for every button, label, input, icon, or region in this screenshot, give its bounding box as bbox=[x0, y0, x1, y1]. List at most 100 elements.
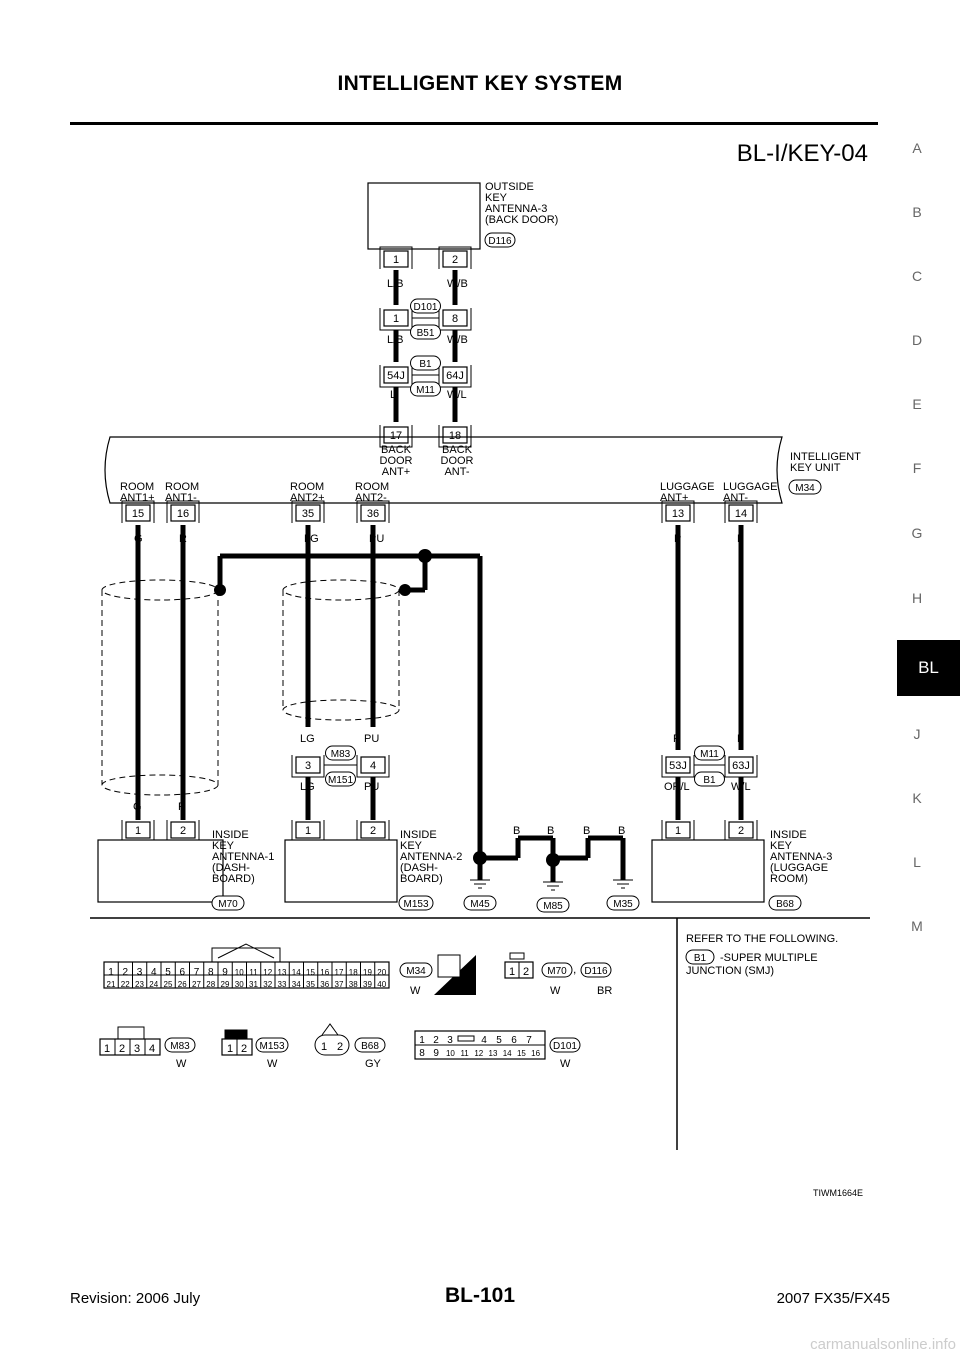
ground-m85-tag-text: M85 bbox=[543, 901, 563, 912]
inline-m83-m151-pin-left-label: 3 bbox=[305, 760, 311, 772]
antenna-3-label: ANTENNA-3 bbox=[770, 851, 832, 863]
inline-m83-m151-pin-right-label: 4 bbox=[370, 760, 376, 772]
m83-pin: 1 bbox=[104, 1043, 110, 1055]
section-index-g[interactable]: G bbox=[911, 525, 923, 541]
antenna-1-pin-1 bbox=[125, 821, 151, 839]
antenna-2-label: INSIDE bbox=[400, 829, 437, 841]
watermark-text: carmanualsonline.info bbox=[810, 1336, 956, 1353]
pin-bracket bbox=[291, 500, 325, 523]
key-unit-connector-text: M34 bbox=[795, 483, 815, 494]
antenna-3-connector bbox=[768, 895, 802, 911]
key-unit-pin-17 bbox=[383, 426, 409, 444]
section-index-f[interactable]: F bbox=[912, 460, 922, 476]
wire-color: PU bbox=[364, 733, 379, 745]
section-index-j[interactable]: J bbox=[913, 726, 921, 742]
inline-m83-m151-pin-right bbox=[360, 756, 386, 774]
m70-face-lock bbox=[509, 952, 525, 960]
section-index-k[interactable]: K bbox=[912, 790, 922, 806]
wire-color: L bbox=[390, 389, 396, 401]
refer-text: JUNCTION (SMJ) bbox=[686, 965, 774, 977]
m34-pin: 30 bbox=[235, 980, 244, 989]
antenna-1-label: ANTENNA-1 bbox=[212, 851, 274, 863]
m34-pin: 23 bbox=[135, 980, 144, 989]
pin-label-35: ROOM bbox=[290, 481, 324, 493]
ground-m45-tag-text: M45 bbox=[470, 899, 490, 910]
pin-bracket bbox=[438, 246, 472, 269]
m34-pin: 2 bbox=[122, 967, 128, 978]
section-index-b[interactable]: B bbox=[912, 204, 922, 220]
wire-color: L/B bbox=[387, 278, 404, 290]
key-unit-pin-18-label: 18 bbox=[449, 430, 461, 442]
m34-face-lock bbox=[217, 943, 275, 959]
pin-label-13: LUGGAGE bbox=[660, 481, 714, 493]
ground-m35-tag-text: M35 bbox=[613, 899, 633, 910]
m34-pin: 6 bbox=[179, 967, 185, 978]
outside-antenna-label: OUTSIDE bbox=[485, 181, 534, 193]
antenna-2-connector-text: M153 bbox=[403, 899, 428, 910]
b68-face bbox=[314, 1034, 350, 1056]
outside-antenna-pin-2-label: 2 bbox=[452, 254, 458, 266]
model-text: 2007 FX35/FX45 bbox=[776, 1290, 890, 1307]
inline-d101-b51-pin-left bbox=[383, 309, 409, 327]
outside-antenna-box bbox=[367, 182, 481, 250]
m34-pin: 5 bbox=[165, 967, 171, 978]
inline-d101-b51-bottom-tag-text: B51 bbox=[417, 328, 435, 339]
inline-b1-m11-bottom-tag-text: M11 bbox=[416, 385, 435, 396]
m34-pin: 34 bbox=[292, 980, 301, 989]
inline-d101-b51-pin-right-label: 8 bbox=[452, 313, 458, 325]
b68-tag bbox=[354, 1037, 386, 1053]
section-index-c[interactable]: C bbox=[911, 268, 923, 284]
section-index-h[interactable]: H bbox=[911, 590, 923, 606]
m34-pin: 27 bbox=[192, 980, 201, 989]
pin-bracket bbox=[438, 425, 472, 448]
pin-label-36: ANT2- bbox=[355, 492, 387, 504]
outside-antenna-pin-1 bbox=[383, 250, 409, 268]
d101-pin: 10 bbox=[446, 1049, 455, 1058]
m153-face-lock bbox=[224, 1029, 248, 1039]
inline-d101-b51-top-tag-text: D101 bbox=[414, 302, 438, 313]
m34-pin: 14 bbox=[292, 968, 301, 977]
section-index-m[interactable]: M bbox=[911, 918, 923, 934]
key-unit-label: KEY UNIT bbox=[790, 462, 841, 474]
m34-pin: 9 bbox=[222, 967, 228, 978]
m83-tag bbox=[164, 1037, 196, 1053]
antenna-3-connector-text: B68 bbox=[776, 899, 794, 910]
antenna-1-connector-text: M70 bbox=[218, 899, 238, 910]
section-index-bl[interactable]: BL bbox=[897, 640, 960, 696]
m34-pin: 39 bbox=[363, 980, 372, 989]
section-index-a[interactable]: A bbox=[912, 140, 922, 156]
section-index-e[interactable]: E bbox=[912, 396, 922, 412]
pin-label-17: DOOR bbox=[380, 455, 413, 467]
d101-pin: 12 bbox=[474, 1049, 483, 1058]
inline-b1-m11-bottom-tag bbox=[410, 381, 441, 397]
separator: , bbox=[573, 962, 576, 976]
m153-tag bbox=[255, 1037, 289, 1053]
b68-pin: 1 bbox=[321, 1041, 327, 1053]
key-unit-pin-18 bbox=[442, 426, 468, 444]
antenna-1-label: KEY bbox=[212, 840, 235, 852]
figure-id: TIWM1664E bbox=[813, 1188, 863, 1198]
antenna-3-pin-2 bbox=[728, 821, 754, 839]
m34-pin: 8 bbox=[208, 967, 214, 978]
pin-bracket bbox=[166, 500, 200, 523]
harness-side-icon bbox=[437, 954, 461, 978]
antenna-3-pin-2-label: 2 bbox=[738, 825, 744, 837]
d116-color: BR bbox=[597, 985, 612, 997]
pin-bracket bbox=[661, 500, 695, 523]
antenna-2-label: ANTENNA-2 bbox=[400, 851, 462, 863]
m34-pin: 17 bbox=[335, 968, 344, 977]
m153-tag-text: M153 bbox=[259, 1041, 284, 1052]
pin-bracket bbox=[379, 425, 413, 448]
d101-pin: 14 bbox=[503, 1049, 512, 1058]
hs-label: H.S. bbox=[454, 982, 475, 994]
m34-pin: 33 bbox=[278, 980, 287, 989]
antenna-2-box bbox=[284, 839, 398, 903]
section-index-l[interactable]: L bbox=[913, 854, 921, 870]
key-unit-pin-14 bbox=[728, 504, 754, 522]
key-unit-pin-14-label: 14 bbox=[735, 508, 747, 520]
m153-color: W bbox=[267, 1058, 278, 1070]
wire-color: L bbox=[737, 733, 743, 745]
d101-pin: 2 bbox=[433, 1035, 439, 1046]
section-index-d[interactable]: D bbox=[911, 332, 923, 348]
m83-tag-text: M83 bbox=[170, 1041, 190, 1052]
